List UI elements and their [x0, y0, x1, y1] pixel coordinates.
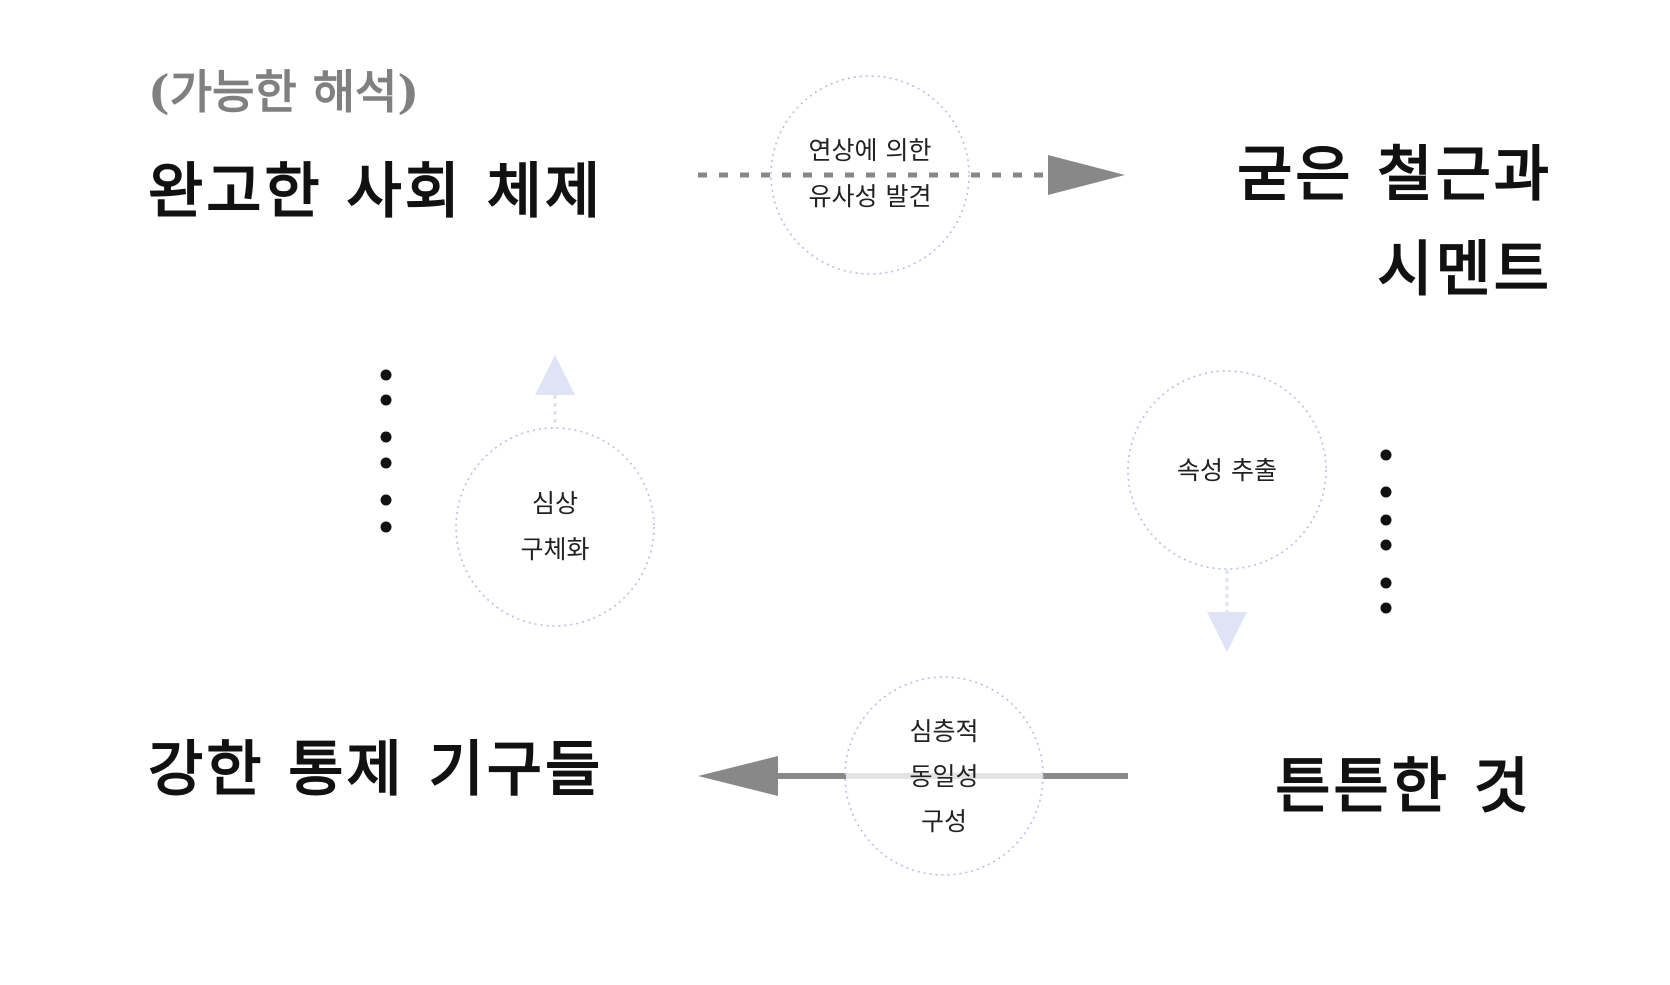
top-step: 연상에 의한 유사성 발견: [770, 75, 970, 275]
right-step: 속성 추출: [1127, 370, 1327, 570]
concept-top-right-line2: 시멘트: [1377, 235, 1552, 305]
right-dot: [1380, 514, 1392, 526]
left-dot: [380, 394, 392, 406]
bottom-step-line1: 심층적: [909, 717, 978, 746]
left-step-line2: 구체화: [520, 535, 589, 564]
bottom-step-line2: 동일성: [909, 762, 978, 791]
concept-bottom-right: 튼튼한 것: [1275, 752, 1532, 822]
concept-top-right-line1: 굳은 철근과: [1237, 140, 1552, 210]
bottom-step-line3: 구성: [921, 807, 967, 836]
left-step-circle: [455, 427, 655, 627]
left-vertical-dots: [380, 369, 392, 533]
right-dot: [1380, 449, 1392, 461]
left-arrow: [535, 355, 575, 428]
left-arrow-head: [535, 355, 575, 395]
right-arrow-head: [1207, 612, 1247, 652]
bottom-step: 심층적 동일성 구성: [844, 676, 1044, 876]
left-dot: [380, 457, 392, 469]
right-dot: [1380, 602, 1392, 614]
right-dot: [1380, 577, 1392, 589]
right-step-circle: [1127, 370, 1327, 570]
left-dot: [380, 521, 392, 533]
concept-bottom-left: 강한 통제 기구들: [148, 735, 603, 805]
left-step-line1: 심상: [532, 489, 578, 518]
concept-top-left: 완고한 사회 체제: [148, 157, 603, 227]
right-dot: [1380, 486, 1392, 498]
top-arrow: [698, 155, 1125, 195]
left-dot: [380, 494, 392, 506]
top-step-circle: [770, 75, 970, 275]
bottom-step-circle: [844, 676, 1044, 876]
top-step-line1: 연상에 의한: [809, 136, 932, 165]
left-dot: [380, 431, 392, 443]
subtitle: (가능한 해석): [148, 65, 419, 119]
bottom-arrow-head: [698, 756, 778, 796]
right-vertical-dots: [1380, 449, 1392, 614]
left-step: 심상 구체화: [455, 427, 655, 627]
top-arrow-head: [1048, 155, 1125, 195]
right-arrow: [1207, 570, 1247, 652]
left-dot: [380, 369, 392, 381]
bottom-arrow: [698, 756, 1128, 796]
right-dot: [1380, 539, 1392, 551]
right-step-line1: 속성 추출: [1177, 456, 1277, 485]
top-step-line2: 유사성 발견: [809, 182, 932, 211]
